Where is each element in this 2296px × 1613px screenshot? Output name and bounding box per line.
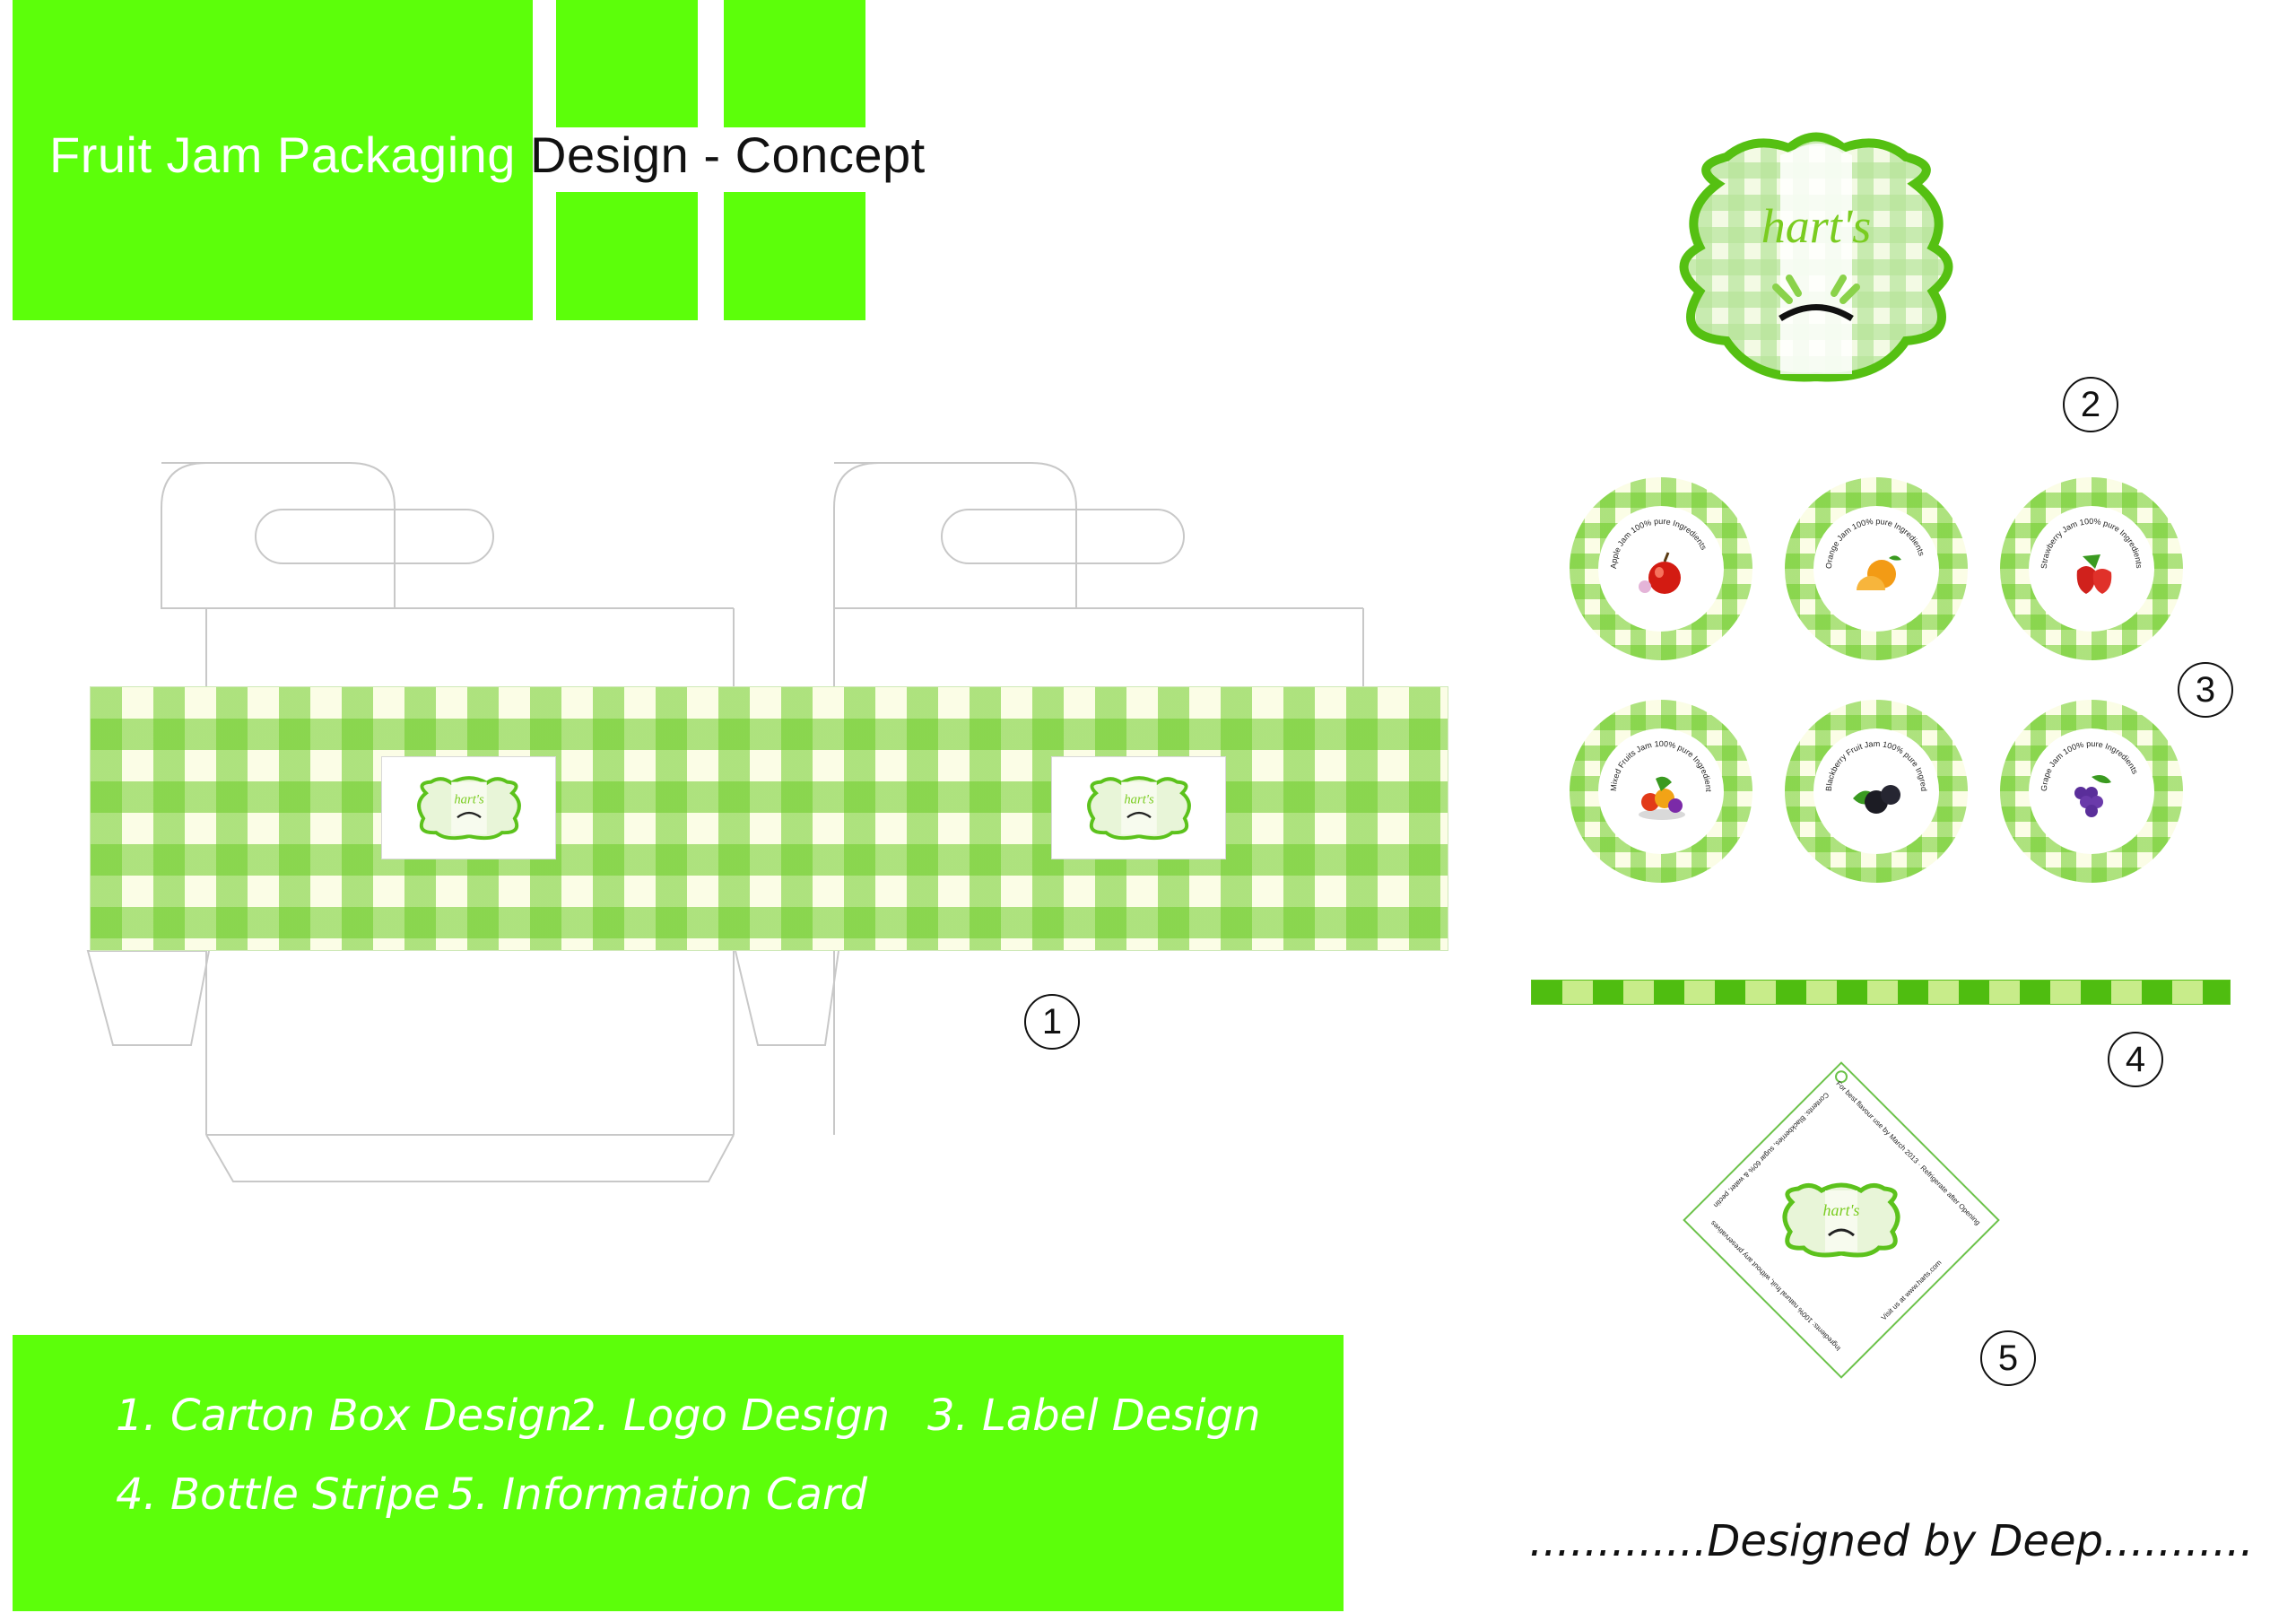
svg-text:hart's: hart's — [454, 792, 484, 806]
legend-item-information-card: 5. Information Card — [448, 1469, 868, 1520]
legend-item-logo: 2. Logo Design — [569, 1391, 890, 1441]
jar-label-mixed-fruits: Mixed Fruits Jam 100% pure Ingredients — [1570, 700, 1752, 883]
marker-1: 1 — [1024, 994, 1080, 1050]
carton-gingham-band — [90, 686, 1448, 951]
legend-item-carton-box: 1. Carton Box Design — [116, 1391, 573, 1441]
harts-logo: hart's — [1679, 132, 1953, 382]
mixed-fruits-icon — [1639, 776, 1685, 820]
header-square — [724, 0, 865, 127]
carton-logo-panel: hart's — [1051, 756, 1226, 859]
svg-text:hart's: hart's — [1823, 1201, 1860, 1219]
svg-text:Visit us at www.harts.com: Visit us at www.harts.com — [1880, 1259, 1944, 1322]
title-part-2: Design - Concept — [530, 126, 926, 183]
svg-text:hart's: hart's — [1124, 792, 1154, 806]
harts-logo-small: hart's — [416, 775, 521, 840]
header-square — [556, 0, 698, 127]
brand-name: hart's — [1761, 199, 1872, 253]
marker-4: 4 — [2108, 1032, 2163, 1087]
harts-logo-small: hart's — [1086, 775, 1191, 840]
header-block — [13, 0, 533, 320]
marker-3: 3 — [2178, 662, 2233, 718]
jar-label-text: Apple Jam 100% pure Ingredients — [1609, 517, 1709, 569]
information-card: For best flavour use by March 2013 · Ref… — [1683, 1061, 2000, 1379]
jar-label-text: Blackberry Fruit Jam 100% pure Ingredien… — [1813, 728, 1928, 791]
blackberry-icon — [1853, 785, 1900, 814]
marker-2: 2 — [2063, 377, 2118, 432]
page-title: Fruit Jam Packaging Design - Concept — [49, 126, 926, 184]
legend-box: 1. Carton Box Design 2. Logo Design 3. L… — [13, 1335, 1344, 1611]
jar-label-orange: Orange Jam 100% pure Ingredients — [1785, 477, 1968, 660]
title-part-1: Fruit Jam Packaging — [49, 126, 516, 183]
carton-logo-panel: hart's — [381, 756, 556, 859]
jar-label-text: Mixed Fruits Jam 100% pure Ingredients — [1598, 728, 1713, 792]
legend-item-label: 3. Label Design — [927, 1391, 1261, 1441]
designer-signature: .............Designed by Deep........... — [1529, 1516, 2254, 1566]
jar-label-text: Orange Jam 100% pure Ingredients — [1824, 517, 1926, 569]
grape-icon — [2074, 775, 2111, 817]
jar-label-blackberry: Blackberry Fruit Jam 100% pure Ingredien… — [1785, 700, 1968, 883]
jar-label-text: Grape Jam 100% pure Ingredients — [2039, 739, 2140, 791]
jar-label-grape: Grape Jam 100% pure Ingredients — [2000, 700, 2183, 883]
marker-5: 5 — [1980, 1330, 2036, 1386]
legend-item-bottle-stripe: 4. Bottle Stripe — [116, 1469, 440, 1520]
header-square — [556, 192, 698, 320]
bottle-stripe — [1531, 980, 2231, 1005]
information-card-content: For best flavour use by March 2013 · Ref… — [1709, 1070, 1982, 1353]
strawberry-icon — [2076, 554, 2112, 594]
header-square — [724, 192, 865, 320]
jar-label-strawberry: Strawberry Jam 100% pure Ingredients — [2000, 477, 2183, 660]
apple-icon — [1639, 552, 1681, 594]
orange-icon — [1857, 555, 1901, 590]
jar-label-apple: Apple Jam 100% pure Ingredients — [1570, 477, 1752, 660]
